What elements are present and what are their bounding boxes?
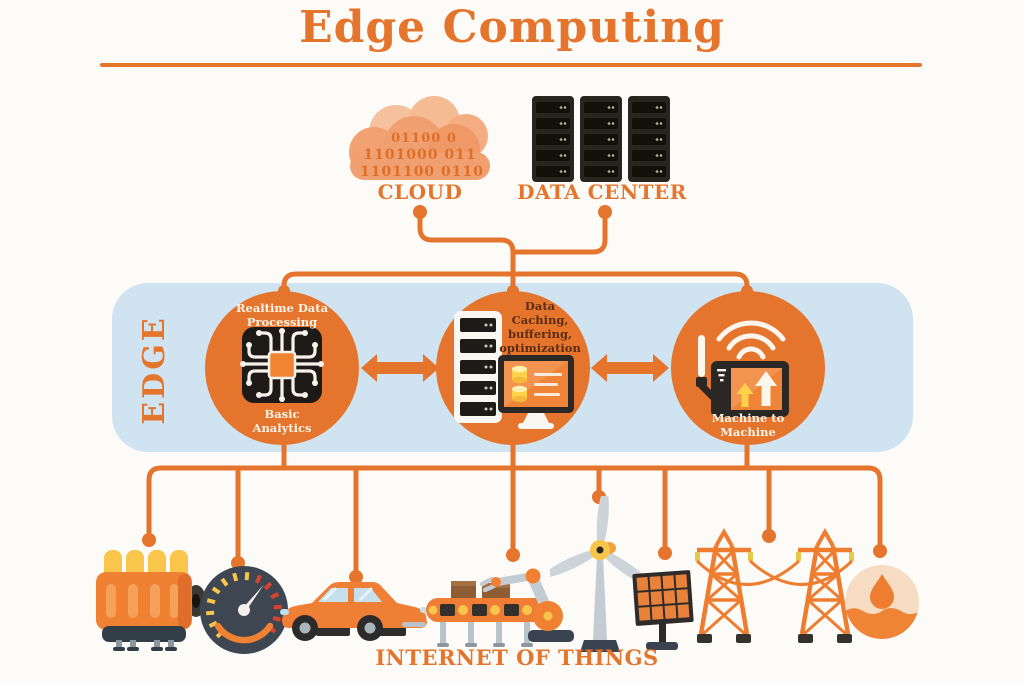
engine-icon (96, 550, 206, 651)
gauge-icon (200, 566, 288, 654)
server-towers (532, 96, 670, 182)
panel (632, 570, 694, 626)
oil-drop-icon (845, 565, 919, 639)
conveyor-robot-icon (426, 568, 574, 647)
page-title: Edge Computing (299, 2, 725, 53)
car-icon (280, 582, 427, 641)
binary-cloud-icon: 01100 0 1101000 011 1101100 0110 (349, 96, 490, 180)
edge-node-machine-to-machine: Machine to Machine (671, 291, 825, 445)
solar-panel-icon (632, 570, 694, 650)
edge-label: EDGE (137, 315, 172, 425)
left-right-arrow (361, 354, 439, 382)
node3-bottom-text: Machine to Machine (711, 411, 785, 440)
binary-text: 01100 0 1101000 011 1101100 0110 (360, 131, 484, 180)
wireless-device-icon (696, 320, 789, 417)
node1-top-text: Realtime Data Processing (235, 301, 329, 330)
power-lines (695, 559, 854, 586)
cloud-wire (417, 211, 516, 294)
belt (426, 598, 548, 622)
server-racks-icon (532, 96, 670, 182)
robot-arm (479, 568, 574, 642)
left-right-arrow (591, 354, 669, 382)
node1-bottom-text: Basic Analytics (252, 407, 312, 436)
edge-node-data-caching: Data Caching, buffering, optimization (436, 291, 590, 445)
iot-label: INTERNET OF THINGS (375, 645, 659, 670)
chip-pads (240, 328, 324, 402)
chip-traces (241, 329, 323, 401)
svg-text:1101100 0110: 1101100 0110 (360, 164, 484, 180)
database-icons (512, 365, 527, 403)
wifi-arcs (716, 320, 786, 360)
chip-core (267, 350, 297, 380)
signal-bars (717, 369, 726, 382)
server-monitor-icon (454, 311, 574, 429)
svg-text:01100 0: 01100 0 (391, 131, 457, 146)
monitor (498, 355, 574, 429)
up-arrows (736, 371, 777, 407)
data-center-label: DATA CENTER (517, 180, 687, 204)
cloud-label: CLOUD (377, 180, 463, 204)
svg-text:1101000 011: 1101000 011 (363, 147, 476, 163)
node2-top-text: Data Caching, buffering, optimization (499, 299, 581, 356)
data-center-wire (510, 211, 608, 255)
title-underline (100, 63, 922, 67)
tablet (711, 361, 789, 417)
power-towers-icon (695, 527, 854, 643)
circuit-chip-icon (240, 327, 324, 403)
edge-node-realtime-processing: Realtime Data Processing Basic Analytics (205, 291, 359, 445)
